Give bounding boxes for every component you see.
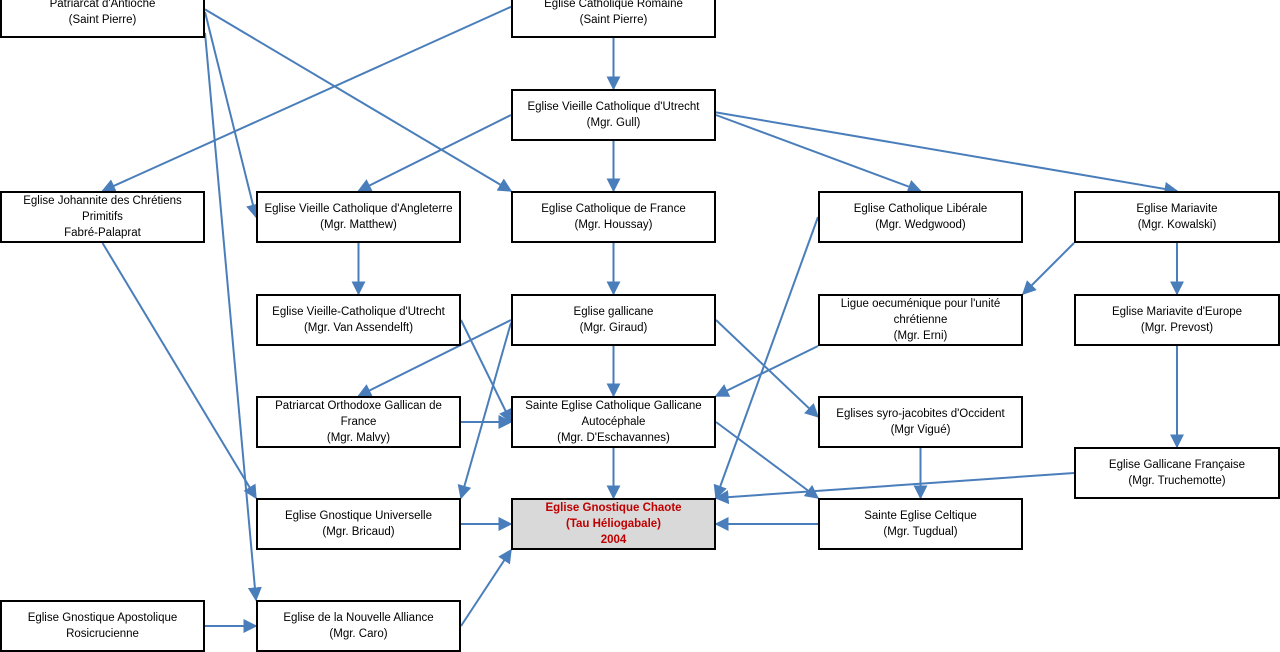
edge-mariavite-to-ligue [1022,242,1075,295]
edge-liberale-to-chaote [713,216,819,500]
node-eglise-gallicane-francaise: Eglise Gallicane Française (Mgr. Truchem… [1074,447,1280,499]
node-eglise-catholique-romaine: Eglise Catholique Romaine (Saint Pierre) [511,0,716,38]
edge-romaine-to-johannite [101,5,512,193]
node-label-line: Rosicrucienne [66,628,139,640]
node-patriarcat-antioche: Patriarcat d'Antioche (Saint Pierre) [0,0,205,38]
node-eglise-gnostique-apostolique: Eglise Gnostique Apostolique Rosicrucien… [0,600,205,652]
node-label-line: Eglise Catholique Libérale [853,203,988,215]
node-vieille-catholique-utrecht-van-assendelft: Eglise Vieille-Catholique d'Utrecht (Mgr… [256,294,461,346]
node-label-line: Eglises syro-jacobites d'Occident [836,408,1005,420]
node-label-line: France [340,416,377,428]
node-label-line: Autocéphale [581,416,646,428]
node-label-line: Eglise Gnostique Apostolique [27,612,178,624]
node-label-line: (Mgr. Truchemotte) [1128,475,1226,487]
node-sainte-eglise-celtique: Sainte Eglise Celtique (Mgr. Tugdual) [818,498,1023,550]
node-label-line: Primitifs [82,211,123,223]
node-label-line: (Mgr. Giraud) [579,322,648,334]
node-label-line: Eglise Catholique Romaine [544,0,683,10]
node-eglise-gnostique-universelle: Eglise Gnostique Universelle (Mgr. Brica… [256,498,461,550]
node-label-line: (Saint Pierre) [579,14,648,26]
edge-utrecht-to-liberale [715,114,922,194]
edge-group [101,5,1184,633]
node-label-line: Eglise Mariavite [1136,203,1218,215]
node-eglise-nouvelle-alliance: Eglise de la Nouvelle Alliance (Mgr. Car… [256,600,461,652]
edge-antioche-to-angleterre [204,11,260,219]
edge-utrecht-to-angleterre [357,114,512,192]
node-label-line: Eglise de la Nouvelle Alliance [283,612,434,624]
node-label-line: (Mgr. Houssay) [574,219,653,231]
node-label-line: (Mgr. Tugdual) [883,526,958,538]
edge-alliance-to-chaote [460,548,512,627]
node-ligue-oecumenique: Ligue oecuménique pour l'unité chrétienn… [818,294,1023,346]
edge-gallicane-to-syro [715,319,820,418]
node-label-line: Eglise Vieille-Catholique d'Utrecht [272,306,445,318]
node-label-line: (Mgr Vigué) [890,424,951,436]
node-eglises-syro-jacobites: Eglises syro-jacobites d'Occident (Mgr V… [818,396,1023,448]
node-label-line: Ligue oecuménique pour l'unité [840,298,1001,310]
node-label-line: (Mgr. Matthew) [320,219,397,231]
node-label-line: Sainte Eglise Catholique Gallicane [525,400,702,412]
node-label-line: (Tau Héliogabale) [566,518,661,530]
node-label-line: (Mgr. Caro) [329,628,388,640]
node-label-line: Patriarcat d'Antioche [49,0,156,10]
edge-gallicane-to-orthodoxe [357,319,512,397]
node-label-line: (Mgr. Prevost) [1140,322,1214,334]
edge-antioche-to-alliance [204,32,262,602]
edge-gallicane_fr-to-chaote [714,472,1075,505]
node-label-line: (Mgr. Bricaud) [322,526,395,538]
node-vieille-catholique-angleterre: Eglise Vieille Catholique d'Angleterre (… [256,191,461,243]
edge-ligue-to-sainte_gallicane [714,345,819,397]
node-sainte-eglise-catholique-gallicane: Sainte Eglise Catholique Gallicane Autoc… [511,396,716,448]
node-label-line: chrétienne [893,314,948,326]
node-label-line: Sainte Eglise Celtique [864,510,977,522]
node-label-line: (Saint Pierre) [68,14,137,26]
node-eglise-johannite: Eglise Johannite des Chrétiens Primitifs… [0,191,205,243]
edge-utrecht2-to-sainte_gallicane [460,319,512,424]
node-label-line: (Mgr. Van Assendelft) [303,322,414,334]
node-label-line: Eglise Vieille Catholique d'Angleterre [264,203,453,215]
node-label-line: Eglise Johannite des Chrétiens [23,195,182,207]
edge-sainte_gallicane-to-celtique [715,421,820,499]
node-label-line: Fabré-Palaprat [64,227,141,239]
node-label-line: 2004 [600,534,627,546]
node-label-line: Eglise gallicane [573,306,654,318]
node-label-line: (Mgr. Erni) [893,330,948,342]
node-label-line: (Mgr. Malvy) [326,432,391,444]
node-eglise-mariavite-europe: Eglise Mariavite d'Europe (Mgr. Prevost) [1074,294,1280,346]
node-eglise-gallicane: Eglise gallicane (Mgr. Giraud) [511,294,716,346]
edge-antioche-to-france [204,8,513,192]
node-label-line: Eglise Gallicane Française [1108,459,1246,471]
node-label-line: (Mgr. Kowalski) [1137,219,1217,231]
node-label-line: Eglise Gnostique Chaote [545,502,682,514]
edge-utrecht-to-mariavite [715,111,1179,196]
node-label-line: (Mgr. Gull) [586,117,641,129]
edge-johannite-to-gnostique_univ [101,242,257,500]
node-eglise-gnostique-chaote: Eglise Gnostique Chaote (Tau Héliogabale… [511,498,716,550]
node-eglise-mariavite: Eglise Mariavite (Mgr. Kowalski) [1074,191,1280,243]
node-vieille-catholique-utrecht: Eglise Vieille Catholique d'Utrecht (Mgr… [511,89,716,141]
node-label-line: Eglise Gnostique Universelle [284,510,433,522]
node-label-line: Eglise Vieille Catholique d'Utrecht [527,101,700,113]
node-patriarcat-orthodoxe-gallican: Patriarcat Orthodoxe Gallican de France … [256,396,461,448]
edge-gallicane-to-gnostique_univ [457,322,512,500]
node-eglise-catholique-de-france: Eglise Catholique de France (Mgr. Houssa… [511,191,716,243]
node-label-line: (Mgr. Wedgwood) [875,219,966,231]
node-eglise-catholique-liberale: Eglise Catholique Libérale (Mgr. Wedgwoo… [818,191,1023,243]
node-label-line: Eglise Mariavite d'Europe [1111,306,1243,318]
node-label-line: (Mgr. D'Eschavannes) [557,432,670,444]
node-label-line: Eglise Catholique de France [541,203,686,215]
node-label-line: Patriarcat Orthodoxe Gallican de [275,400,442,412]
